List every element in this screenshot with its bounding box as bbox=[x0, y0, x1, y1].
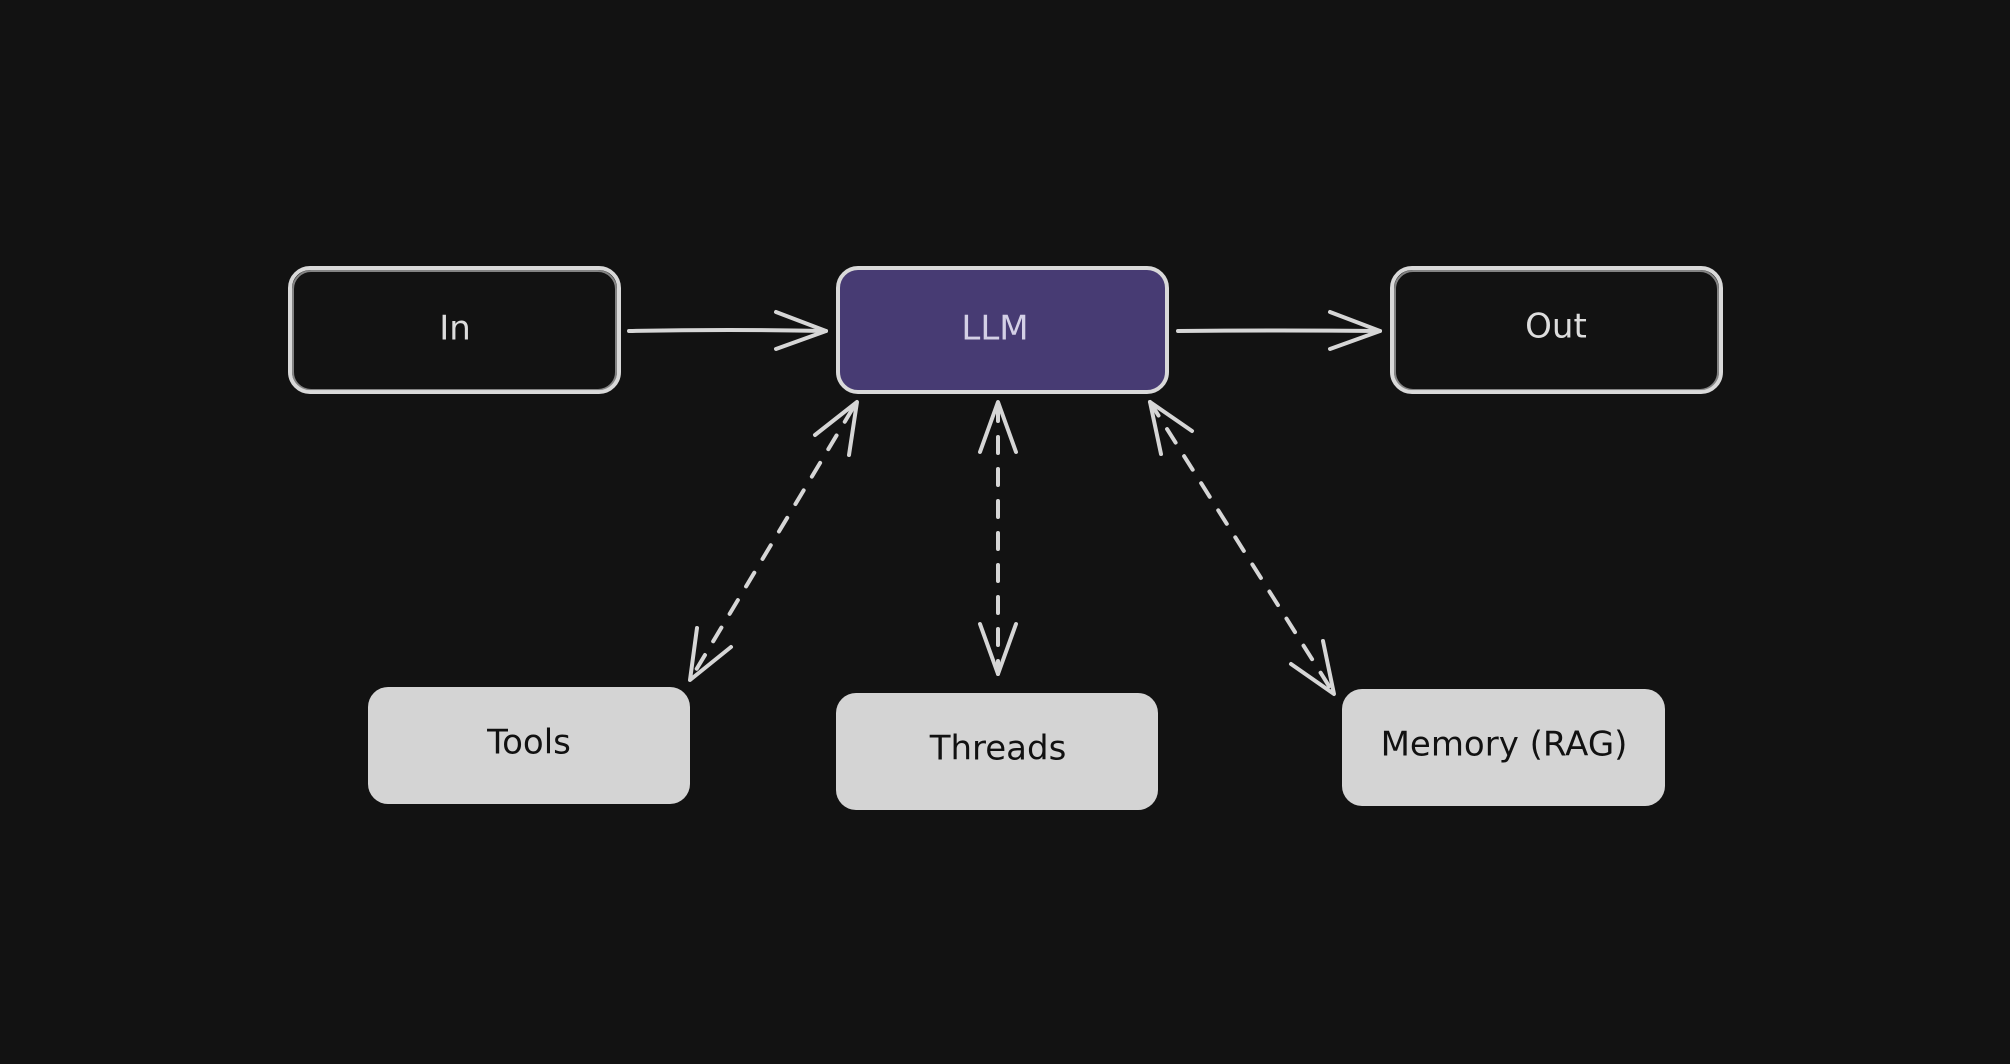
node-in: In bbox=[288, 266, 621, 394]
node-memory: Memory (RAG) bbox=[1342, 689, 1665, 806]
node-threads: Threads bbox=[836, 693, 1158, 810]
arrow-llm-threads bbox=[978, 400, 1018, 676]
node-threads-label: Threads bbox=[929, 729, 1067, 769]
arrow-llm-memory bbox=[1148, 400, 1336, 696]
node-tools-label: Tools bbox=[486, 723, 571, 763]
arrow-llm-to-out bbox=[1176, 310, 1382, 351]
arrow-in-to-llm bbox=[627, 310, 828, 351]
node-llm-label: LLM bbox=[961, 309, 1028, 349]
arrow-llm-tools bbox=[688, 400, 859, 682]
node-out: Out bbox=[1390, 266, 1723, 394]
node-out-label: Out bbox=[1525, 307, 1587, 347]
node-in-label: In bbox=[439, 309, 471, 349]
node-memory-label: Memory (RAG) bbox=[1381, 725, 1628, 765]
node-tools: Tools bbox=[368, 687, 690, 804]
node-llm: LLM bbox=[836, 266, 1169, 394]
